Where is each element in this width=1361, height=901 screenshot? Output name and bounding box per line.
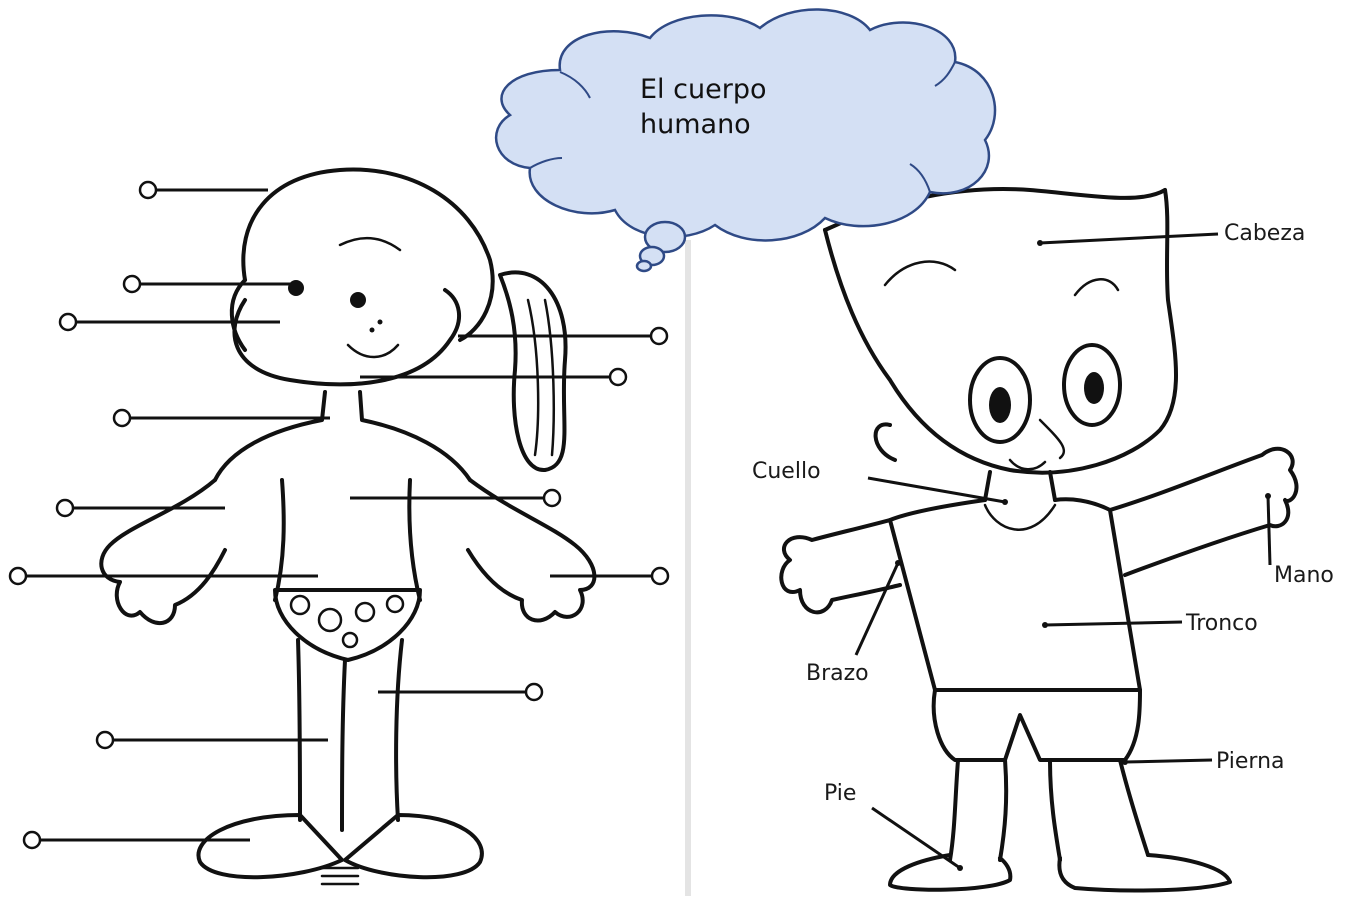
boy-illustration [779, 187, 1299, 893]
pointer-dot [1002, 499, 1008, 505]
boy-right-arm [1108, 446, 1299, 577]
leader-line-cabeza [1039, 232, 1219, 245]
boy-left-leg-inner [998, 758, 1009, 862]
boy-nose [1038, 418, 1066, 460]
pointer-dot [957, 865, 963, 871]
girl-left-leg [296, 638, 302, 822]
boy-shirt [888, 497, 1142, 692]
blank-label-circle [138, 180, 158, 200]
girl-freckle [377, 319, 383, 325]
boy-right-foot [1057, 853, 1232, 893]
leader-line-mano [1266, 495, 1272, 566]
label-cuello: Cuello [752, 459, 821, 484]
girl-eye [350, 292, 366, 308]
pointer-dot [1122, 759, 1128, 765]
blank-label-circle [95, 730, 115, 750]
blank-label-circle [524, 682, 544, 702]
blank-label-circle [55, 498, 75, 518]
blank-label-circle [8, 566, 28, 586]
girl-mouth [346, 343, 400, 359]
boy-eyebrow [883, 260, 957, 287]
girl-torso-left [273, 478, 286, 602]
cloud-inner-curve [934, 61, 956, 87]
blank-label-circle [122, 274, 142, 294]
boy-eye [1062, 343, 1122, 427]
label-mano: Mano [1274, 563, 1334, 588]
cloud-inner-curve [559, 71, 591, 99]
blank-label-circle [112, 408, 132, 428]
boy-neck [983, 470, 1057, 502]
cloud-inner-curve [529, 157, 563, 169]
boy-mouth [1008, 458, 1047, 471]
girl-briefs-dot [354, 601, 376, 623]
blank-label-circle [542, 488, 562, 508]
girl-briefs-dot [341, 631, 359, 649]
worksheet-title: El cuerpo humano [640, 74, 767, 141]
boy-shorts [931, 688, 1142, 762]
label-pie: Pie [824, 781, 856, 806]
boy-pupil [1084, 372, 1104, 404]
cloud-inner-curve [909, 163, 931, 193]
boy-ear [873, 422, 897, 462]
label-cabeza: Cabeza [1224, 221, 1305, 246]
blank-label-circle [649, 326, 669, 346]
girl-left-foot [196, 813, 344, 880]
leader-line-pie [871, 806, 961, 870]
blank-label-circle [22, 830, 42, 850]
girl-left-shoulder [213, 390, 327, 482]
blank-label-circle [58, 312, 78, 332]
boy-left-leg [948, 758, 960, 862]
girl-briefs-dot [317, 607, 343, 633]
boy-pupil [989, 387, 1011, 423]
girl-briefs-dot [385, 594, 405, 614]
girl-right-leg [394, 638, 404, 822]
girl-ponytail-strand [526, 298, 540, 457]
leader-line-brazo [854, 562, 900, 656]
boy-right-leg-inner [1048, 758, 1062, 862]
girl-floor-marks [320, 866, 360, 886]
blank-label-circle [608, 367, 628, 387]
girl-right-arm [466, 478, 597, 623]
boy-label-lines [854, 232, 1272, 871]
girl-eyebrow [338, 236, 402, 252]
pointer-dot [1042, 622, 1048, 628]
cloud-bubble [635, 259, 653, 273]
boy-head [823, 188, 1178, 475]
label-brazo: Brazo [806, 661, 869, 686]
boy-left-arm [779, 518, 902, 615]
pointer-dot [1265, 493, 1271, 499]
girl-briefs [273, 588, 422, 662]
label-tronco: Tronco [1185, 611, 1258, 636]
girl-briefs-dot [289, 594, 311, 616]
girl-eye [288, 280, 304, 296]
boy-eyebrow [1073, 278, 1120, 297]
girl-freckle [369, 327, 375, 333]
blank-label-circle [650, 566, 670, 586]
cloud-bubble [643, 220, 687, 254]
girl-ponytail [498, 270, 568, 472]
girl-face [232, 288, 461, 387]
girl-hair-side [229, 278, 247, 352]
boy-eye [968, 356, 1032, 444]
label-pierna: Pierna [1216, 749, 1285, 774]
girl-right-foot [343, 813, 484, 880]
leader-line-pierna [1124, 758, 1213, 764]
leader-line-cuello [867, 476, 1006, 504]
girl-left-arm [99, 478, 227, 626]
boy-collar [983, 503, 1057, 531]
girl-illustration [99, 167, 597, 886]
girl-ponytail-strand [543, 298, 555, 457]
girl-hair [241, 167, 495, 342]
girl-torso-right [407, 478, 422, 602]
girl-blank-label-lines [8, 180, 670, 850]
pointer-dot [895, 560, 901, 566]
boy-right-leg [1118, 758, 1150, 857]
girl-inner-leg [340, 658, 347, 832]
thought-cloud [494, 8, 997, 273]
leader-line-tronco [1044, 620, 1183, 627]
girl-right-shoulder [358, 390, 472, 482]
boy-left-foot [888, 853, 1013, 892]
